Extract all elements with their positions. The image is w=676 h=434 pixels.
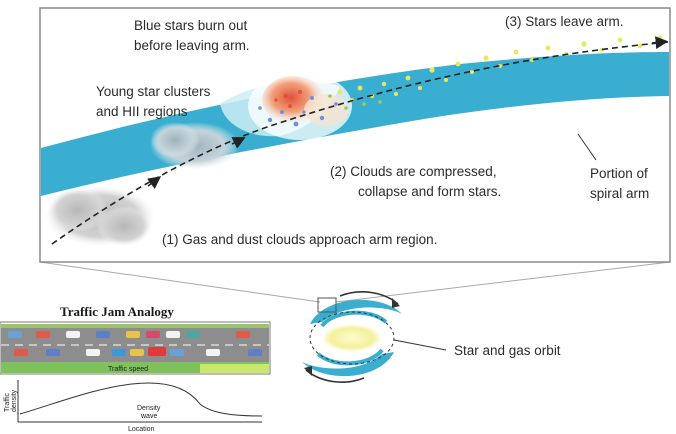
label-density-wave-1: Density	[137, 405, 161, 412]
label-young-clusters-1: Young star clusters	[96, 84, 211, 99]
label-stars-leave: (3) Stars leave arm.	[505, 14, 624, 29]
star-forming-region	[248, 72, 352, 140]
orbit-leader-line	[393, 339, 447, 351]
density-curve	[19, 382, 263, 417]
label-young-clusters-2: and HII regions	[96, 104, 188, 119]
blue-stars	[258, 96, 338, 127]
young-star-cluster-cloud	[150, 122, 240, 170]
label-portion-arm-1: Portion of	[590, 166, 648, 181]
label-location: Location	[128, 426, 155, 433]
label-clouds-compressed-1: (2) Clouds are compressed,	[330, 164, 497, 179]
arm-leader-line	[577, 133, 597, 161]
label-portion-arm-2: spiral arm	[590, 186, 649, 201]
orbit-arrow-3	[651, 36, 669, 50]
spiral-galaxy	[302, 297, 402, 377]
label-y-axis-1: Traffic	[4, 392, 11, 412]
label-blue-stars-2: before leaving arm.	[134, 38, 250, 53]
gas-dust-cloud-approaching	[45, 186, 155, 246]
zoom-box	[317, 297, 337, 313]
label-traffic-speed: Traffic speed	[108, 366, 148, 373]
label-density-wave-2: wave	[140, 413, 157, 420]
galaxy-rotation-arrows	[304, 291, 400, 383]
traffic-density-plot	[17, 380, 263, 423]
orbit-arrow-2	[231, 137, 246, 149]
label-clouds-compressed-2: collapse and form stars.	[358, 184, 501, 199]
orbit-path	[51, 41, 670, 245]
label-y-axis-2: density	[11, 389, 18, 412]
orbit-arrow-1	[147, 176, 162, 189]
label-blue-stars-1: Blue stars burn out	[134, 18, 248, 33]
label-gas-dust: (1) Gas and dust clouds approach arm reg…	[162, 232, 437, 247]
zoom-guide-left	[39, 261, 321, 303]
label-star-gas-orbit: Star and gas orbit	[454, 343, 561, 358]
traffic-cars	[8, 331, 262, 356]
analogy-title: Traffic Jam Analogy	[60, 304, 174, 319]
zoom-guide-right	[335, 261, 671, 303]
red-stars	[274, 90, 302, 108]
